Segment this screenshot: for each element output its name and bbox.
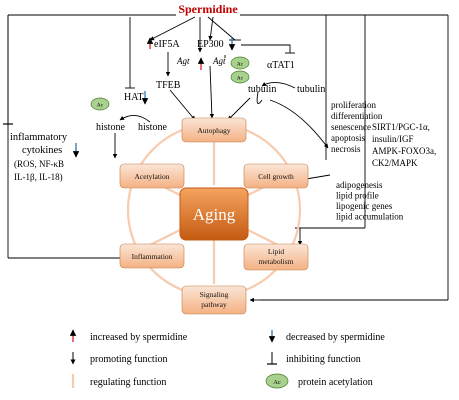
cell_list-item: senescence [331,122,371,132]
pathway_list-item: SIRT1/PGC-1α, [372,122,430,132]
ac-circle-tubulin [230,70,250,84]
process-signaling-pathway: Signaling pathway [181,285,247,315]
ep300-links [224,44,295,58]
ac-label-ep300: Ac [237,62,244,68]
histone-right-label: histone [138,122,167,133]
legend: increased by spermidine decreased by spe… [69,329,385,389]
pathway-list: SIRT1/PGC-1α, insulin/IGF AMPK-FOXO3a, CK2/… [372,122,436,168]
legend-ac-label: Ac [273,379,281,386]
inflam-title-2: cytokines [22,145,62,156]
process-cell-growth: Cell growth [243,163,309,189]
cell_list-item: differentiation [331,111,383,121]
pathway_list-item: insulin/IGF [372,134,414,144]
legend-acetylation: protein acetylation [298,377,373,388]
legend-ac-icon [265,373,289,389]
legend-inhibiting: inhibiting function [286,354,361,365]
signaling-label-2: pathway [201,300,227,309]
autophagy-label: Autophagy [197,126,231,135]
ac-label-histone: Ac [97,103,104,109]
inflam-title-1: inflammatory [10,132,68,143]
tubulin-to-autophagy [227,97,251,121]
signaling-label-1: Signaling [200,290,229,299]
hat-label: HAT [124,92,143,103]
process-autophagy: Autophagy [181,117,247,143]
lipid_list-item: adipogenesis [336,180,383,190]
legend-regulating: regulating function [90,377,166,388]
pathway_list-item: AMPK-FOXO3a, [372,146,436,156]
agt-left-label: Agt [176,56,190,66]
legend-increased: increased by spermidine [90,332,188,343]
aging-center-box [179,187,249,241]
legend-decreased: decreased by spermidine [286,332,385,343]
cell_list-item: apoptosis [331,133,365,143]
cell-growth-label: Cell growth [258,172,294,181]
lipid_list-item: lipid accumulation [336,212,404,222]
tubulin-left-label: tubulin [248,84,276,95]
agt-right-label: Agt [212,56,226,66]
lipid_list-item: lipid profile [336,191,379,201]
process-acetylation: Acetylation [119,163,185,189]
tfeb-to-autophagy [169,89,196,121]
ac-label-tubulin: Ac [237,76,244,82]
spermidine-title: Spermidine [178,2,238,16]
histone-acetylation-arrow [119,115,151,123]
eif5a-label: eIF5A [154,39,180,50]
tubulin-links [256,81,329,149]
aging-label: Aging [193,205,236,224]
cell_list-item: proliferation [331,100,376,110]
ep300-label: EP300 [197,39,224,50]
inflam-detail-1: (ROS, NF-κB [14,159,64,169]
agt-to-autophagy [209,65,215,119]
lipid-label-2: metabolism [259,257,294,266]
cell_list-item: necrosis [331,144,361,154]
histone-left-label: histone [96,122,125,133]
ac-circle-ep300 [230,56,250,70]
legend-promoting: promoting function [90,354,168,365]
spermidine-branches [125,16,241,89]
tfeb-label: TFEB [156,80,181,91]
pathway_list-item: CK2/MAPK [372,158,418,168]
acetylation-label: Acetylation [135,172,170,181]
alpha-tat1-label: αTAT1 [267,60,295,71]
ac-circle-histone [90,97,110,111]
process-lipid-metabolism: Lipid metabolism [243,243,309,271]
process-inflammation: Inflammation [119,243,185,269]
inflam-detail-2: IL-1β, IL-18) [14,172,63,182]
tubulin-right-label: tubulin [297,84,325,95]
lipid_list-item: lipogenic genes [336,201,393,211]
lipid-label-1: Lipid [268,247,284,256]
inflammation-label: Inflammation [132,252,173,261]
